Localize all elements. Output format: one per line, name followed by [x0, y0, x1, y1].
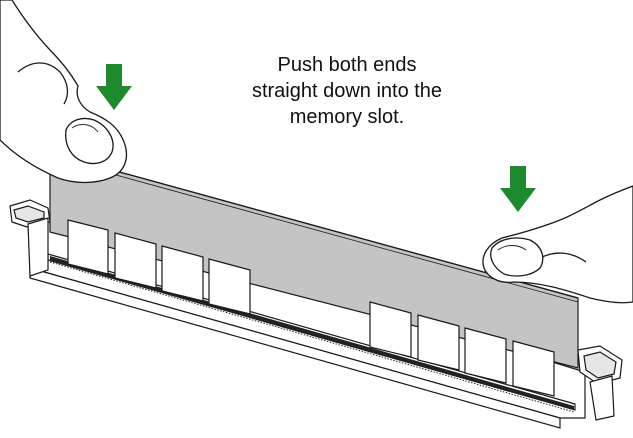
right-hand — [482, 185, 633, 304]
instruction-caption: Push both ends straight down into the me… — [222, 52, 472, 130]
right-latch — [577, 345, 623, 421]
memory-chip — [114, 232, 157, 289]
memory-chip — [161, 245, 204, 302]
memory-chip — [67, 219, 109, 275]
left-latch — [9, 199, 51, 277]
memory-chip — [369, 301, 412, 358]
memory-chip — [417, 314, 460, 371]
down-arrow-icon — [500, 166, 536, 212]
left-hand — [0, 0, 128, 184]
memory-chip — [512, 340, 555, 397]
down-arrow-icon — [96, 64, 132, 110]
memory-chip — [464, 327, 507, 384]
caption-line-2: straight down into the — [251, 80, 443, 102]
caption-line-1: Push both ends — [277, 54, 417, 76]
caption-line-3: memory slot. — [289, 106, 405, 128]
memory-chips-right — [369, 301, 555, 397]
memory-chips-left — [67, 219, 251, 315]
memory-chip — [208, 258, 251, 315]
